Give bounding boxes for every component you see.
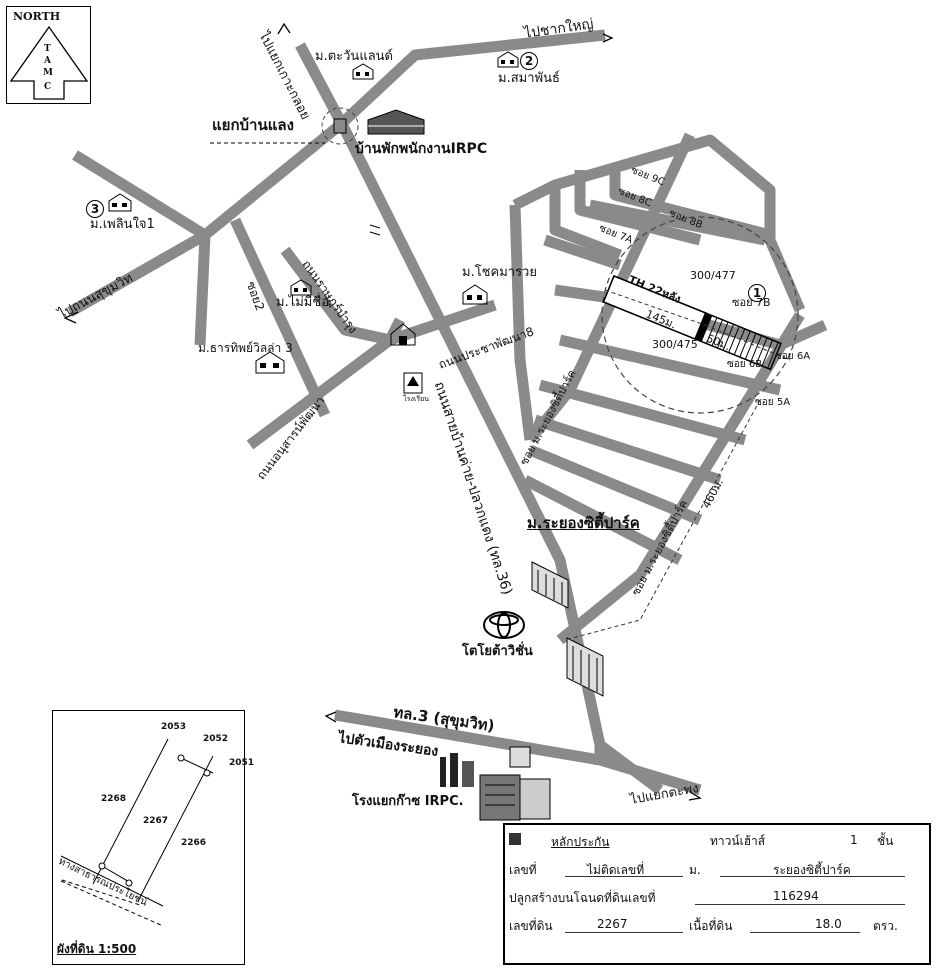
plot-num-2266: 2266 [181,838,207,848]
road-to-chak-yai [336,29,606,130]
north-letter-t: T [44,44,51,54]
info-land-no-value: 2267 [597,917,628,931]
info-floors-unit: ชั้น [877,834,894,848]
label-soi-7b: ซอย 7B [732,296,771,309]
label-soi-6a: ซอย 6A [775,351,811,362]
location-circle [601,216,799,414]
info-deed-label: ปลูกสร้างบนโฉนดที่ดินเลขที่ [509,891,656,905]
label-m-tharathip-villa: ม.ธารทิพย์วิลล่า 3 [198,341,293,355]
road-soi-5a [558,334,782,396]
info-collateral: หลักประกัน [551,835,610,849]
label-irpc-staff-housing: บ้านพักพนักงานIRPC [355,141,488,157]
plot-plan-drawing [60,738,214,927]
info-no-value: ไม่ติดเลขที่ [587,863,645,877]
info-type: ทาวน์เฮ้าส์ [710,834,766,848]
label-m-mai-mi-chue: ม.ไม่มีชื่อ [276,295,330,310]
info-village-label: ม. [689,863,701,877]
label-m-ploen-jai: ม.เพลินใจ1 [90,217,155,232]
info-area-label: เนื้อที่ดิน [689,919,733,933]
townhouse-row-icon [566,637,604,697]
marker-1: 1 [748,284,766,302]
north-arrow-box: NORTH T A M C [6,6,91,104]
north-label: NORTH [13,10,61,23]
toyota-logo [483,611,525,639]
north-arrow-icon [9,25,89,100]
label-m-samaphan: ม.สมาพันธ์ [498,71,560,86]
north-letter-c: C [44,82,52,92]
plot-num-2052: 2052 [203,734,229,744]
label-irpc-plant: โรงแยกก๊าซ IRPC. [352,794,464,809]
temple-icon [390,323,416,346]
label-soi-6b: ซอย 6B [727,359,763,370]
info-area-unit: ตรว. [873,919,898,933]
info-village-value: ระยองซิตี้ปาร์ค [773,863,851,877]
village-icon [497,51,519,68]
label-house-no-bottom: 300/475 [652,338,698,351]
irpc-housing-icon [367,109,425,135]
info-floors-num: 1 [850,833,858,847]
road-route-36 [295,42,664,795]
info-land-no-label: เลขที่ดิน [509,919,553,933]
collateral-info-box: หลักประกัน ทาวน์เฮ้าส์ 1 ชั้น เลขที่ ไม่… [503,823,931,965]
plot-plan-box: 2053 2052 2051 2268 2267 2266 ทางสาธารณป… [52,710,254,965]
label-toyota: โตโยต้าวิชั่น [462,644,533,659]
info-no-label: เลขที่ [509,863,537,877]
village-icon [352,63,374,80]
village-icon [108,193,132,212]
village-icon [290,279,312,296]
village-icon [255,351,285,374]
info-area-value: 18.0 [815,917,842,931]
plot-num-2268: 2268 [101,794,127,804]
info-deed-value: 116294 [773,889,819,903]
north-letter-a: A [44,56,51,66]
village-icon [462,284,488,305]
townhouse-block [602,275,782,371]
plot-num-2053: 2053 [161,722,187,732]
roads [67,29,828,796]
label-yaek-ban-laeng: แยกบ้านแลง [212,116,294,134]
label-house-no-top: 300/477 [690,269,736,282]
irpc-plant-icon [440,746,551,821]
label-m-rayong-city-park: ม.ระยองซิตี้ปาร์ค [527,514,640,532]
legend-swatch [509,833,521,845]
plot-plan-title: ผังที่ดิน 1:500 [57,942,137,956]
plot-num-2267: 2267 [143,816,169,826]
plot-num-2051: 2051 [229,758,255,768]
townhouse-row-icon [531,561,569,609]
label-soi-5a: ซอย 5A [755,397,791,408]
label-m-chokmaruay: ม.โชคมารวย [462,265,537,280]
marker-2: 2 [520,52,538,70]
north-letter-m: M [43,68,53,78]
label-m-tawan-land: ม.ตะวันแลนด์ [315,49,393,64]
label-school: โรงเรียน [403,395,429,403]
marker-3: 3 [86,200,104,218]
school-icon [403,372,423,394]
